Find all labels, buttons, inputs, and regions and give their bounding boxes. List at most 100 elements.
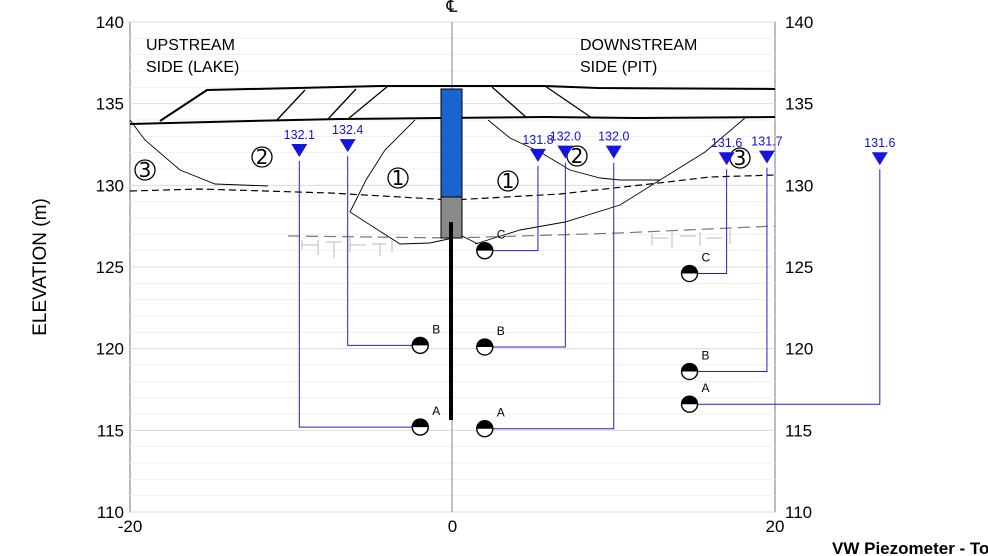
zone-markers: 1 1 2 2 3 3 [134,144,751,193]
head-triangle-marker [871,152,888,166]
zone-core-base [474,117,746,245]
y-tick-label-left: 130 [96,176,124,195]
y-ticks-right: 140 135 130 125 120 115 110 [785,13,813,522]
piezometer-label: B [702,349,710,363]
dam-crest-line [159,85,776,122]
zone-marker-1-right [497,170,519,192]
head-value-label: 132.0 [550,130,581,144]
piezometer-label: A [497,406,505,420]
head-triangle-marker [339,139,356,153]
rockfill-divider-5 [544,85,593,119]
head-triangle-marker [529,148,546,162]
head-value-label: 131.6 [864,136,895,150]
head-triangle-marker [291,144,308,158]
head-triangle-marker [718,152,735,166]
piezometer-label: B [432,322,440,336]
piezometer-label: A [702,381,710,395]
dam-berm-line [129,115,776,125]
rockfill-divider-4 [491,86,528,119]
zone-label-2-right: 2 [571,144,584,168]
zone-2-3-boundary-left [129,119,269,187]
downstream-label-line2: SIDE (PIT) [580,59,657,76]
x-ticks: -20 0 20 [118,517,785,536]
y-tick-label-right: 135 [785,95,813,114]
piezometer: 132.0B [476,130,581,356]
rockfill-divider-2 [327,88,357,120]
piezometer-lead-line [492,162,615,430]
zone-marker-3-left [134,159,156,181]
piezometer: 132.0A [476,130,629,438]
piezometer-symbol-fill [412,337,429,346]
x-tick-label: 0 [448,517,457,536]
piezometer-symbol-fill [412,419,429,428]
piezometer-label: C [497,228,506,242]
piezometer-lead-line [492,162,566,348]
piezometer: 131.7B [680,135,783,381]
rockfill-divider-3 [347,85,389,120]
y-tick-label-right: 140 [785,13,813,32]
y-tick-label-left: 110 [97,503,124,522]
zone-label-1-left: 1 [392,166,405,190]
piezometer-symbol-fill [476,242,493,251]
centerline-label: ℄ [446,0,458,16]
zone-label-1-right: 1 [502,169,515,193]
zone-label-3-left: 3 [139,158,152,182]
piezometer-label: B [497,324,505,338]
zone-label-2-left: 2 [256,145,269,169]
upstream-label-line1: UPSTREAM [146,37,235,54]
piezometer-label: A [432,404,440,418]
bedrock-hatch-left [301,238,393,258]
x-tick-label: 20 [766,517,785,536]
y-tick-label-left: 120 [96,340,124,359]
piezometer-symbol-fill [476,420,493,429]
piezometer-lead-line [697,167,768,373]
y-ticks-left: 140 135 130 125 120 115 110 [96,13,124,522]
y-tick-label-right: 120 [785,340,813,359]
dam-section [129,85,776,245]
y-axis-label: ELEVATION (m) [30,198,51,336]
piezometer-symbol-fill [681,396,698,405]
y-tick-label-right: 110 [785,503,812,522]
downstream-label-line1: DOWNSTREAM [580,37,697,54]
y-tick-label-left: 115 [97,421,124,440]
head-value-label: 132.1 [284,128,315,142]
head-value-label: 131.6 [711,136,742,150]
zone-label-3-right: 3 [734,146,747,170]
piezometer: 131.6A [680,136,896,413]
y-tick-label-right: 130 [785,176,813,195]
upstream-label-line2: SIDE (LAKE) [146,59,239,76]
piezometer: 131.6C [680,136,742,283]
y-tick-label-right: 125 [785,258,813,277]
head-value-label: 131.8 [522,133,553,147]
y-tick-label-left: 125 [96,258,124,277]
figure-caption: VW Piezometer - Total Head [832,539,988,556]
piezometers: 132.1A132.4B131.8C132.0B132.0A131.6C131.… [284,123,896,438]
zone-marker-1-left [387,167,409,189]
head-value-label: 131.7 [751,135,782,149]
piezometer-lead-line [697,169,728,275]
piezometer: 131.8C [476,133,554,260]
head-triangle-marker [758,150,775,164]
zone-marker-2-left [251,146,273,168]
y-tick-label-left: 135 [96,95,124,114]
x-tick-label: -20 [118,517,143,536]
head-value-label: 132.4 [332,123,363,137]
piezometer-lead-line [697,169,881,405]
piezometer-symbol-fill [476,339,493,348]
piezometer-lead-line [347,156,413,346]
y-tick-label-left: 140 [96,13,124,32]
piezometer-symbol-fill [681,265,698,274]
piezometer-label: C [702,251,711,265]
piezometer: 132.4B [332,123,440,355]
bedrock-dashed-line [287,225,776,239]
core-blue-section [440,88,463,198]
piezometer: 132.1A [284,128,440,436]
head-triangle-marker [557,145,574,159]
zone-1-2-boundary-left [349,119,431,245]
piezometer-lead-line [298,161,413,428]
bedrock-hatch-right [651,230,731,248]
y-tick-label-right: 115 [785,421,812,440]
piezometer-lead-line [492,165,539,252]
head-value-label: 132.0 [598,130,629,144]
